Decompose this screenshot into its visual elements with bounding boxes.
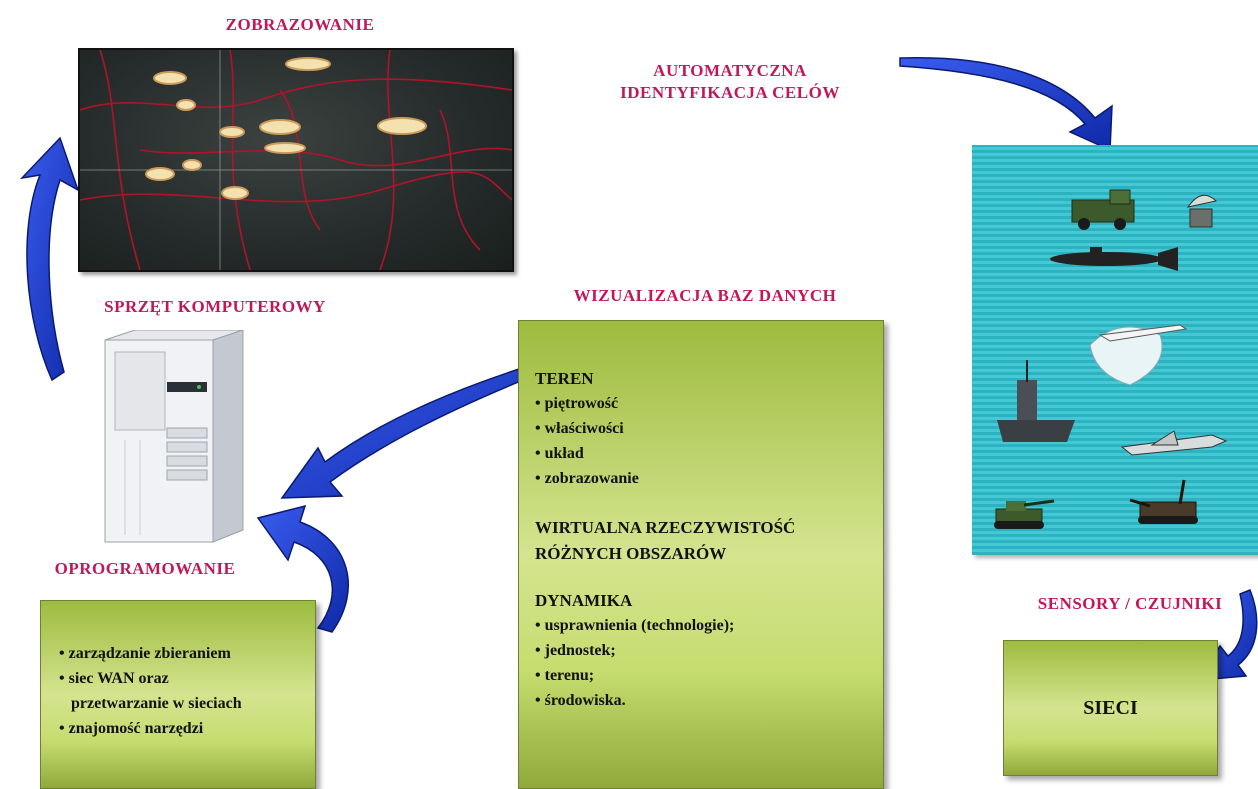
warship-icon xyxy=(997,360,1075,442)
software-panel: zarządzanie zbieraniem siec WAN oraz prz… xyxy=(40,600,316,789)
list-item: właściwości xyxy=(535,416,883,441)
map-roads xyxy=(79,49,513,271)
zobrazowanie-label: ZOBRAZOWANIE xyxy=(225,15,375,34)
sieci-label: SIECI xyxy=(1083,696,1138,719)
oprogramowanie-label: OPROGRAMOWANIE xyxy=(54,559,236,578)
identyfikacja-line2: IDENTYFIKACJA CELÓW xyxy=(620,83,840,103)
software-list: zarządzanie zbieraniem siec WAN oraz prz… xyxy=(59,641,315,741)
list-item: jednostek; xyxy=(535,638,883,663)
database-visualization-panel: TEREN piętrowość właściwości układ zobra… xyxy=(518,320,884,789)
arrow-oprogramowanie-to-sprzet-icon xyxy=(256,504,349,633)
list-item: piętrowość xyxy=(535,391,883,416)
dynamika-heading: DYNAMIKA xyxy=(535,591,633,610)
arrow-wizualizacja-to-sprzet-icon xyxy=(280,367,530,499)
tank-icon xyxy=(994,499,1055,529)
jet-fighter-icon xyxy=(1120,430,1228,456)
list-item-continuation: przetwarzanie w sieciach xyxy=(71,695,242,712)
list-item: układ xyxy=(535,441,883,466)
networks-panel: SIECI xyxy=(1003,640,1218,776)
computer-tower-icon xyxy=(95,329,245,545)
sensors-panel xyxy=(972,145,1258,555)
dynamika-list: usprawnienia (technologie); jednostek; t… xyxy=(535,613,883,713)
map-grid xyxy=(80,50,512,270)
wirtualna-line2: RÓŻNYCH OBSZARÓW xyxy=(535,544,727,563)
wirtualna-heading: WIRTUALNA RZECZYWISTOŚĆ RÓŻNYCH OBSZARÓW xyxy=(535,515,883,567)
radar-dish-icon xyxy=(1186,194,1218,228)
map-image xyxy=(78,48,514,272)
wizualizacja-label: WIZUALIZACJA BAZ DANYCH xyxy=(573,286,837,305)
list-item: terenu; xyxy=(535,663,883,688)
list-item: zobrazowanie xyxy=(535,466,883,491)
map-targets xyxy=(145,57,427,200)
arrow-sprzet-to-zobrazowanie-icon xyxy=(19,136,80,382)
submarine-icon xyxy=(1050,247,1178,271)
list-item: usprawnienia (technologie); xyxy=(535,613,883,638)
list-item: środowiska. xyxy=(535,688,883,713)
aircraft-icon xyxy=(1089,324,1188,386)
identyfikacja-label: AUTOMATYCZNA IDENTYFIKACJA CELÓW xyxy=(580,60,880,104)
list-item: znajomość narzędzi xyxy=(59,716,315,741)
military-truck-icon xyxy=(1071,189,1135,230)
wirtualna-line1: WIRTUALNA RZECZYWISTOŚĆ xyxy=(535,518,796,537)
teren-heading: TEREN xyxy=(535,369,594,388)
arrow-identyfikacja-icon xyxy=(899,56,1113,152)
sprzet-label: SPRZĘT KOMPUTEROWY xyxy=(104,297,326,316)
teren-list: piętrowość właściwości układ zobrazowani… xyxy=(535,391,883,491)
list-item: siec WAN oraz xyxy=(59,666,315,691)
sensory-label: SENSORY / CZUJNIKI xyxy=(1037,594,1223,613)
list-item: zarządzanie zbieraniem xyxy=(59,641,315,666)
identyfikacja-line1: AUTOMATYCZNA xyxy=(653,61,807,80)
self-propelled-gun-icon xyxy=(1129,479,1198,524)
